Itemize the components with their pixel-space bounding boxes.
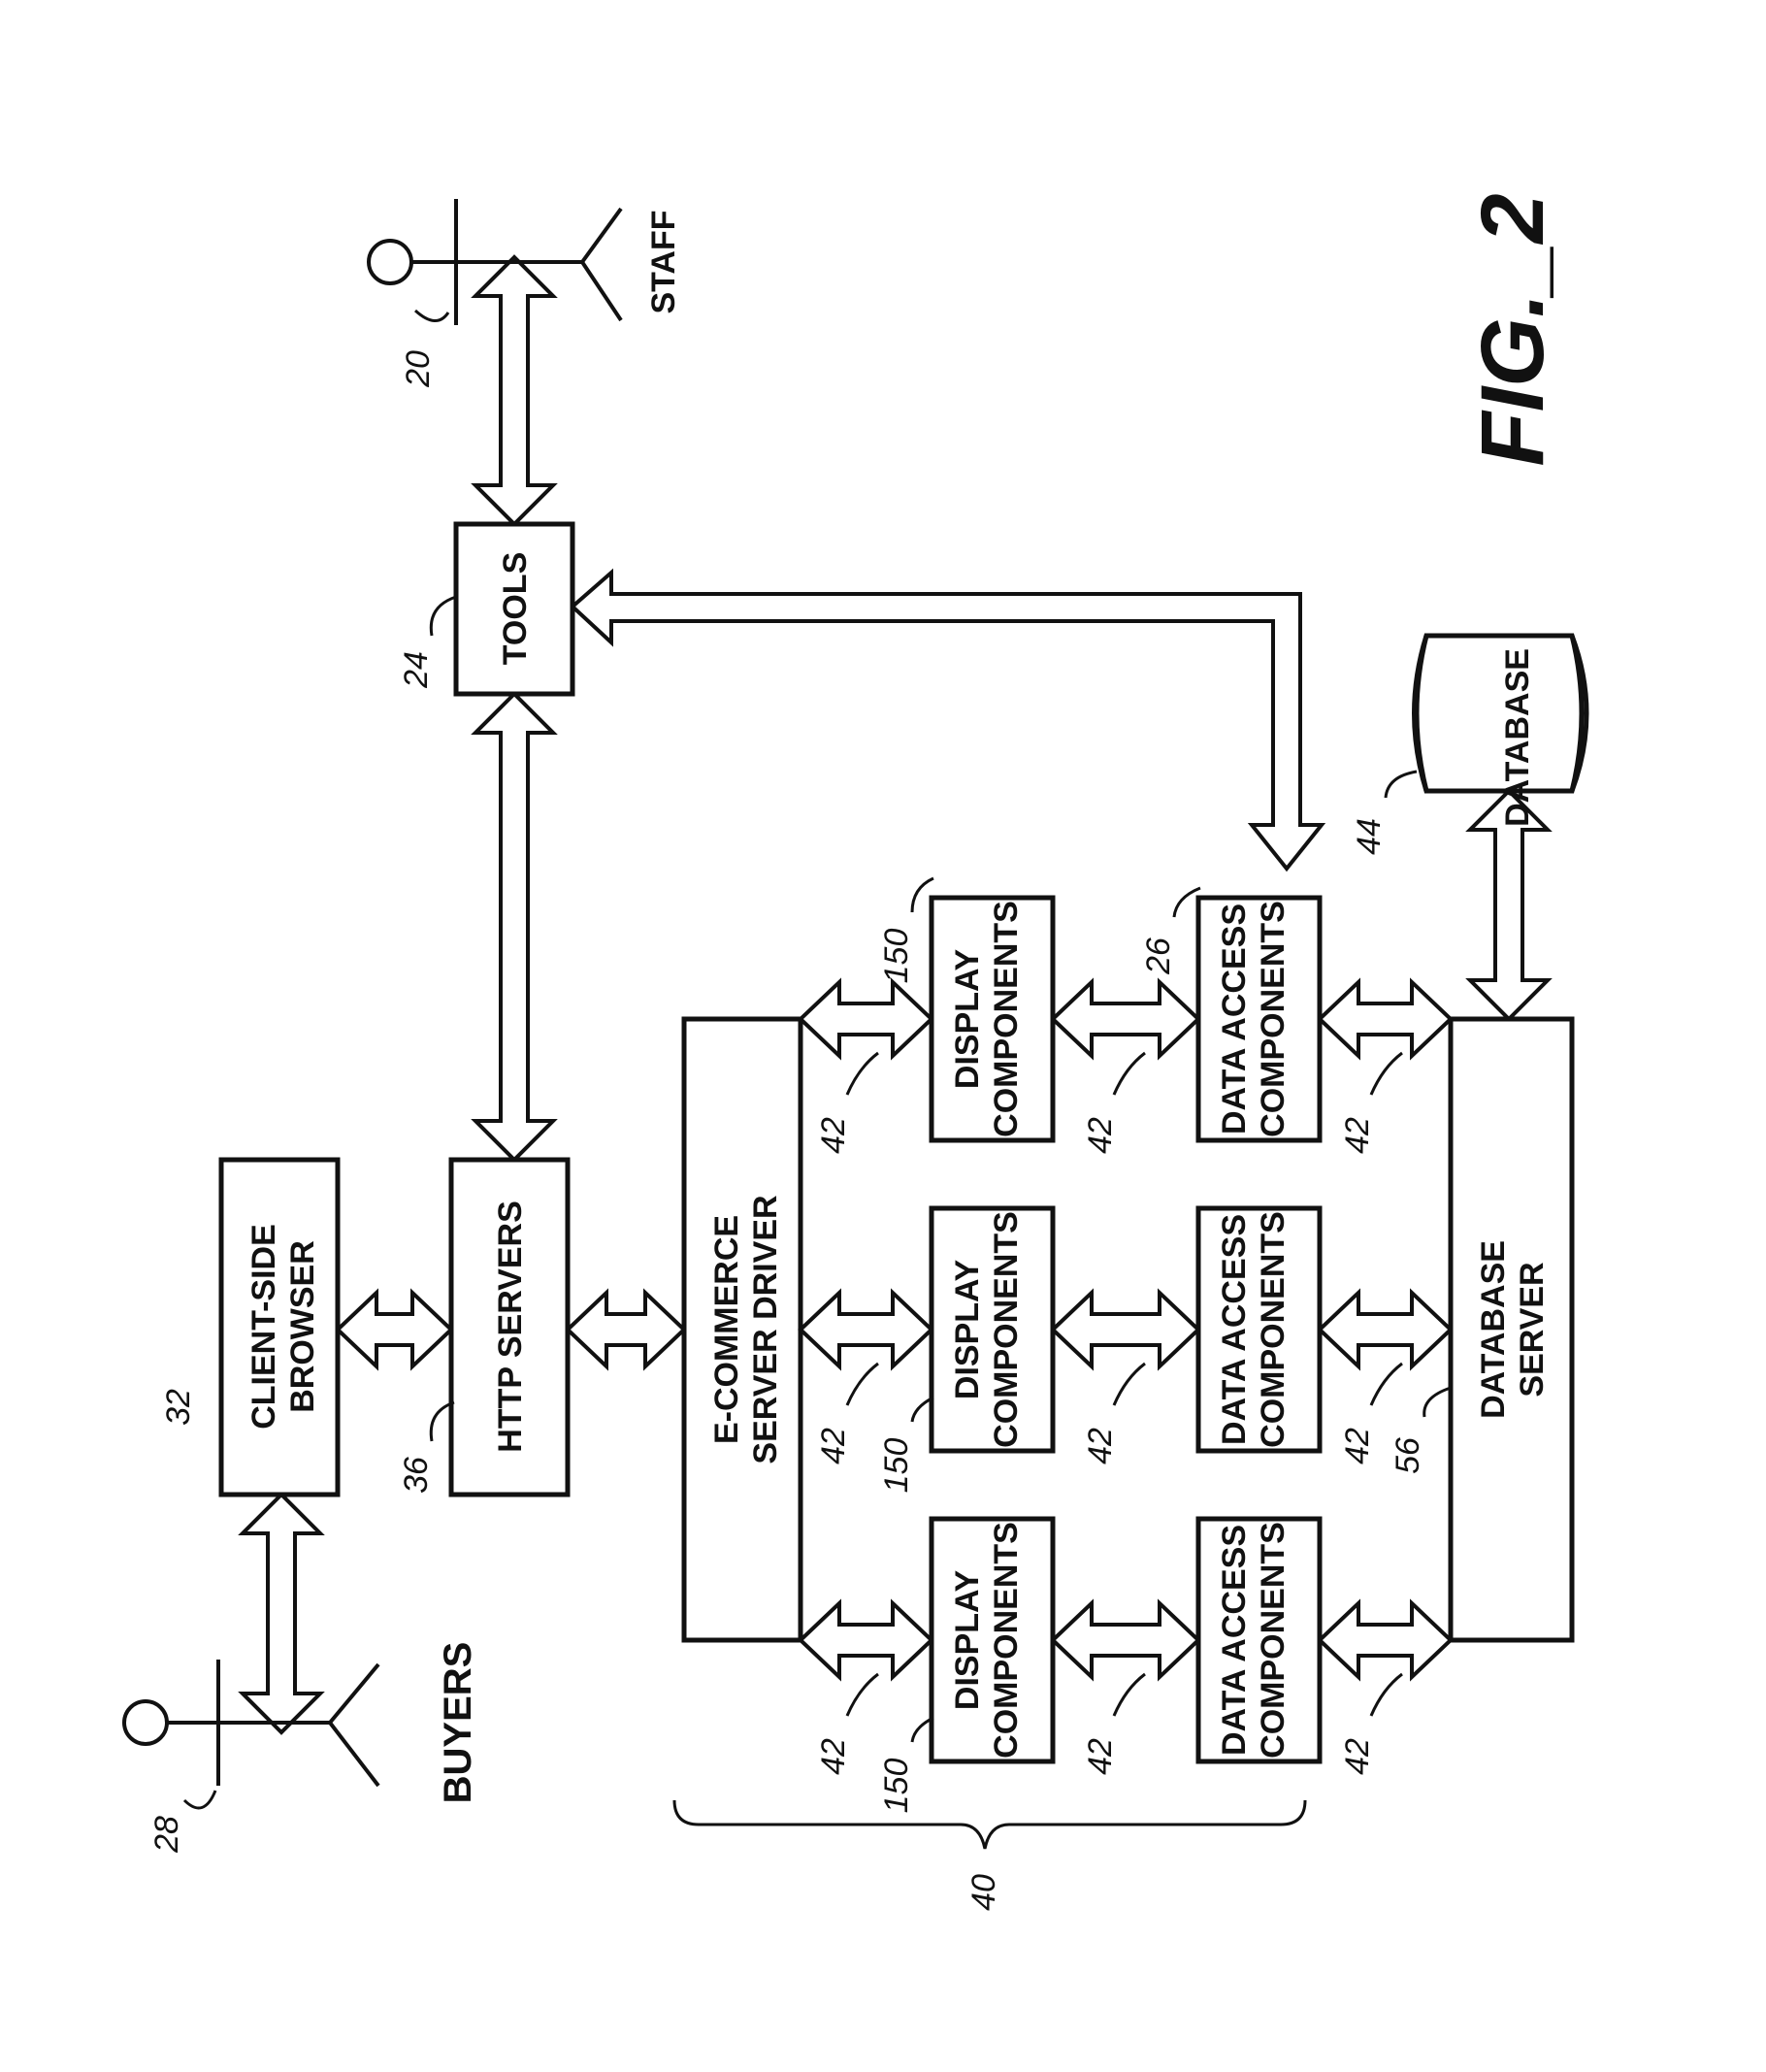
arrow-dataaccess-dbserver-1 xyxy=(1320,1293,1451,1366)
connector-ref-driver-display-1: 42 xyxy=(815,1428,852,1464)
http-servers-ref: 36 xyxy=(398,1457,435,1494)
database-label: DATABASE xyxy=(1499,648,1536,827)
database-server-line2: SERVER xyxy=(1514,1262,1551,1397)
arrow-dataaccess-dbserver-2 xyxy=(1320,1603,1451,1677)
display-components-line2-1: COMPONENTS xyxy=(988,1211,1025,1448)
connector-ref-leader-dataaccess-dbserver-1 xyxy=(1371,1364,1402,1405)
staff-label: STAFF xyxy=(645,210,682,313)
data-access-components-box-0: DATA ACCESSCOMPONENTS xyxy=(1198,898,1320,1140)
client-browser-ref: 32 xyxy=(160,1389,197,1426)
display-components-line2-0: COMPONENTS xyxy=(988,901,1025,1137)
connector-ref-dataaccess-dbserver-0: 42 xyxy=(1339,1117,1376,1154)
arrow-dataaccess-dbserver-0 xyxy=(1320,982,1451,1056)
data-access-line1-2: DATA ACCESS xyxy=(1216,1525,1253,1756)
display-components-line2-2: COMPONENTS xyxy=(988,1522,1025,1759)
arrow-driver-display-2 xyxy=(801,1603,932,1677)
data-access-components-ref: 26 xyxy=(1140,937,1177,975)
arrow-display-dataaccess-0 xyxy=(1053,982,1198,1056)
buyers-ref: 28 xyxy=(148,1816,185,1854)
tools-label: TOOLS xyxy=(497,552,534,666)
group-ref: 40 xyxy=(965,1874,1002,1911)
display-components-line1-0: DISPLAY xyxy=(949,949,986,1090)
display-components-ref-1: 150 xyxy=(878,1438,915,1494)
arrow-tools-http xyxy=(475,694,553,1160)
connector-ref-display-dataaccess-0: 42 xyxy=(1082,1117,1119,1154)
arrow-driver-display-0 xyxy=(801,982,932,1056)
staff-ref: 20 xyxy=(400,350,437,388)
database-server-box: DATABASE SERVER xyxy=(1451,1019,1572,1640)
display-components-ref-2: 150 xyxy=(878,1759,915,1814)
connector-ref-leader-driver-display-1 xyxy=(847,1364,878,1405)
arrow-dataaccess-tools xyxy=(572,573,1322,869)
connector-ref-leader-driver-display-2 xyxy=(847,1674,878,1716)
display-components-line1-2: DISPLAY xyxy=(949,1570,986,1711)
data-access-components-box-2: DATA ACCESSCOMPONENTS xyxy=(1198,1519,1320,1761)
arrow-display-dataaccess-2 xyxy=(1053,1603,1198,1677)
buyers-figure xyxy=(124,1660,378,1808)
client-browser-line2: BROWSER xyxy=(284,1240,321,1413)
connector-ref-driver-display-2: 42 xyxy=(815,1738,852,1775)
component-group-brace xyxy=(674,1800,1305,1849)
connector-ref-leader-display-dataaccess-0 xyxy=(1114,1053,1145,1095)
connector-ref-display-dataaccess-1: 42 xyxy=(1082,1428,1119,1464)
connector-ref-driver-display-0: 42 xyxy=(815,1117,852,1154)
data-access-line2-0: COMPONENTS xyxy=(1255,901,1292,1137)
arrow-browser-http xyxy=(338,1293,451,1366)
ecommerce-driver-line2: SERVER DRIVER xyxy=(747,1195,784,1464)
arrow-buyers-browser xyxy=(243,1495,320,1732)
database-server-ref: 56 xyxy=(1390,1437,1426,1474)
http-servers-box: HTTP SERVERS xyxy=(451,1160,568,1495)
client-browser-box: CLIENT-SIDE BROWSER xyxy=(221,1160,338,1495)
connector-ref-leader-display-dataaccess-2 xyxy=(1114,1674,1145,1716)
arrow-dataaccess-tools-shape xyxy=(572,573,1322,869)
figure-label: FIG._2 xyxy=(1463,193,1562,466)
ecommerce-driver-box: E-COMMERCE SERVER DRIVER xyxy=(684,1019,801,1640)
display-components-box-0: DISPLAYCOMPONENTS xyxy=(932,898,1053,1140)
connector-ref-dataaccess-dbserver-1: 42 xyxy=(1339,1428,1376,1464)
arrow-staff-tools xyxy=(475,257,553,524)
data-access-line1-0: DATA ACCESS xyxy=(1216,904,1253,1135)
database-ref: 44 xyxy=(1351,818,1388,855)
connector-ref-leader-driver-display-0 xyxy=(847,1053,878,1095)
connector-ref-dataaccess-dbserver-2: 42 xyxy=(1339,1738,1376,1775)
arrow-display-dataaccess-1 xyxy=(1053,1293,1198,1366)
data-access-line2-2: COMPONENTS xyxy=(1255,1522,1292,1759)
display-components-ref-0: 150 xyxy=(878,929,915,984)
data-access-line2-1: COMPONENTS xyxy=(1255,1211,1292,1448)
connector-ref-leader-dataaccess-dbserver-2 xyxy=(1371,1674,1402,1716)
database-cylinder: DATABASE xyxy=(1415,636,1587,827)
connector-ref-leader-dataaccess-dbserver-0 xyxy=(1371,1053,1402,1095)
connector-ref-leader-display-dataaccess-1 xyxy=(1114,1364,1145,1405)
ecommerce-driver-line1: E-COMMERCE xyxy=(708,1215,745,1444)
component-grid: DISPLAYCOMPONENTSDATA ACCESSCOMPONENTS42… xyxy=(801,878,1451,1813)
tools-ref: 24 xyxy=(398,651,435,689)
arrow-http-driver xyxy=(568,1293,684,1366)
arrow-driver-display-1 xyxy=(801,1293,932,1366)
buyers-label: BUYERS xyxy=(437,1642,479,1804)
display-components-box-1: DISPLAYCOMPONENTS xyxy=(932,1208,1053,1451)
display-components-box-2: DISPLAYCOMPONENTS xyxy=(932,1519,1053,1761)
client-browser-line1: CLIENT-SIDE xyxy=(245,1224,282,1430)
tools-box: TOOLS xyxy=(456,524,572,694)
display-components-line1-1: DISPLAY xyxy=(949,1260,986,1400)
connector-ref-display-dataaccess-2: 42 xyxy=(1082,1738,1119,1775)
staff-figure xyxy=(369,199,621,325)
data-access-components-box-1: DATA ACCESSCOMPONENTS xyxy=(1198,1208,1320,1451)
database-server-line1: DATABASE xyxy=(1475,1240,1512,1419)
data-access-line1-1: DATA ACCESS xyxy=(1216,1214,1253,1445)
http-servers-label: HTTP SERVERS xyxy=(492,1200,529,1452)
